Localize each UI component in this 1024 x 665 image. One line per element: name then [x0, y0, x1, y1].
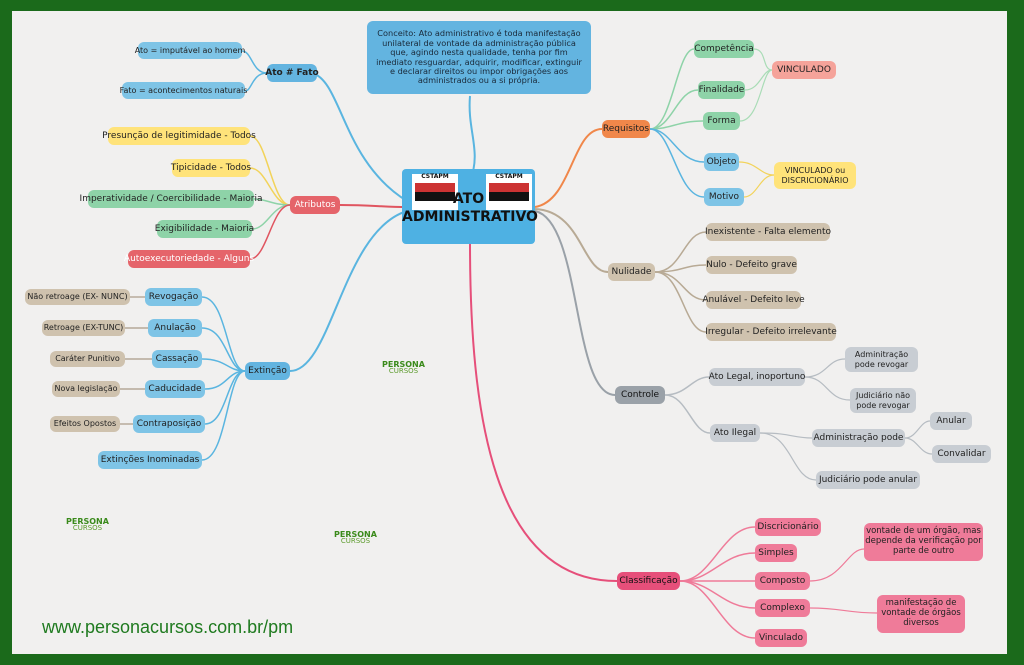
classificacao-item: Simples	[755, 544, 797, 562]
controle-item: Ato Legal, inoportuno	[709, 368, 805, 386]
central-title-line1: ATO	[452, 191, 485, 207]
controle-subitem: Anular	[930, 412, 972, 430]
ato-fato-node: Ato # Fato	[265, 64, 319, 82]
controle-subitem: Judiciário não pode revogar	[850, 388, 916, 413]
requisito-item: Objeto	[704, 153, 739, 171]
controle-subitem: Convalidar	[932, 445, 991, 463]
nulidade-item: Nulo - Defeito grave	[706, 256, 797, 274]
requisito-item: Finalidade	[698, 81, 745, 99]
central-node: CSTAPM CSTAPM ATO ADMINISTRATIVO	[402, 169, 538, 244]
atributo-item: Imperatividade / Coercibilidade - Maiori…	[80, 190, 262, 208]
central-title-line2: ADMINISTRATIVO	[402, 209, 538, 225]
extincao-item: Extinções Inominadas	[98, 451, 202, 469]
requisito-item: Competência	[694, 40, 754, 58]
nulidade-item: Irregular - Defeito irrelevante	[705, 323, 837, 341]
composto-note: vontade de um órgão, mas depende da veri…	[864, 523, 983, 561]
extincao-item: Revogação	[145, 288, 202, 306]
extincao-item: Caducidade	[145, 380, 205, 398]
ato-fato-item: Fato = acontecimentos naturais	[120, 82, 247, 99]
nulidade-item: Inexistente - Falta elemento	[705, 223, 831, 241]
extincao-item: Anulação	[148, 319, 202, 337]
extincao-detail: Não retroage (EX- NUNC)	[25, 289, 130, 305]
classificacao-node: Classificação	[617, 572, 680, 590]
complexo-note: manifestação de vontade de órgãos divers…	[877, 595, 965, 633]
website-url: www.personacursos.com.br/pm	[42, 617, 294, 637]
atributo-item: Presunção de legitimidade - Todos	[102, 127, 256, 145]
vinculado-discricionario-badge: VINCULADO ou DISCRICIONÁRIO	[774, 162, 856, 189]
atributo-item: Exigibilidade - Maioria	[155, 220, 254, 238]
controle-item: Ato Ilegal	[710, 424, 760, 442]
atributo-item: Autoexecutoriedade - Alguns	[124, 250, 254, 268]
atributos-node: Atributos	[290, 196, 340, 214]
controle-subitem: Adminitração pode revogar	[845, 347, 918, 372]
classificacao-item: Discricionário	[755, 518, 821, 536]
requisito-item: Forma	[703, 112, 740, 130]
concept-box: Conceito: Ato administrativo é toda mani…	[367, 21, 591, 94]
extincao-detail: Retroage (EX-TUNC)	[42, 320, 125, 336]
extincao-detail: Nova legislação	[52, 381, 120, 397]
nulidade-node: Nulidade	[608, 263, 655, 281]
extincao-detail: Efeitos Opostos	[50, 416, 120, 432]
classificacao-item: Vinculado	[755, 629, 807, 647]
extincao-item: Contraposição	[133, 415, 205, 433]
extincao-detail: Caráter Punitivo	[50, 351, 125, 367]
classificacao-item: Composto	[755, 572, 810, 590]
connector-lines	[120, 48, 933, 639]
extincao-item: Cassação	[152, 350, 202, 368]
nulidade-item: Anulável - Defeito leve	[702, 291, 805, 309]
mind-map-canvas: Conceito: Ato administrativo é toda mani…	[12, 11, 1007, 654]
extincao-node: Extinção	[245, 362, 290, 380]
controle-node: Controle	[615, 386, 665, 404]
atributo-item: Tipicidade - Todos	[171, 159, 251, 177]
controle-subitem: Judiciário pode anular	[816, 471, 920, 489]
cstapm-logo-right: CSTAPM	[486, 173, 532, 210]
requisitos-node: Requisitos	[602, 120, 650, 138]
controle-subitem: Administração pode	[812, 429, 905, 447]
classificacao-item: Complexo	[755, 599, 810, 617]
ato-fato-item: Ato = imputável ao homem	[135, 42, 245, 59]
cstapm-logo-left: CSTAPM	[412, 173, 458, 210]
vinculado-badge: VINCULADO	[772, 61, 836, 79]
requisito-item: Motivo	[704, 188, 744, 206]
